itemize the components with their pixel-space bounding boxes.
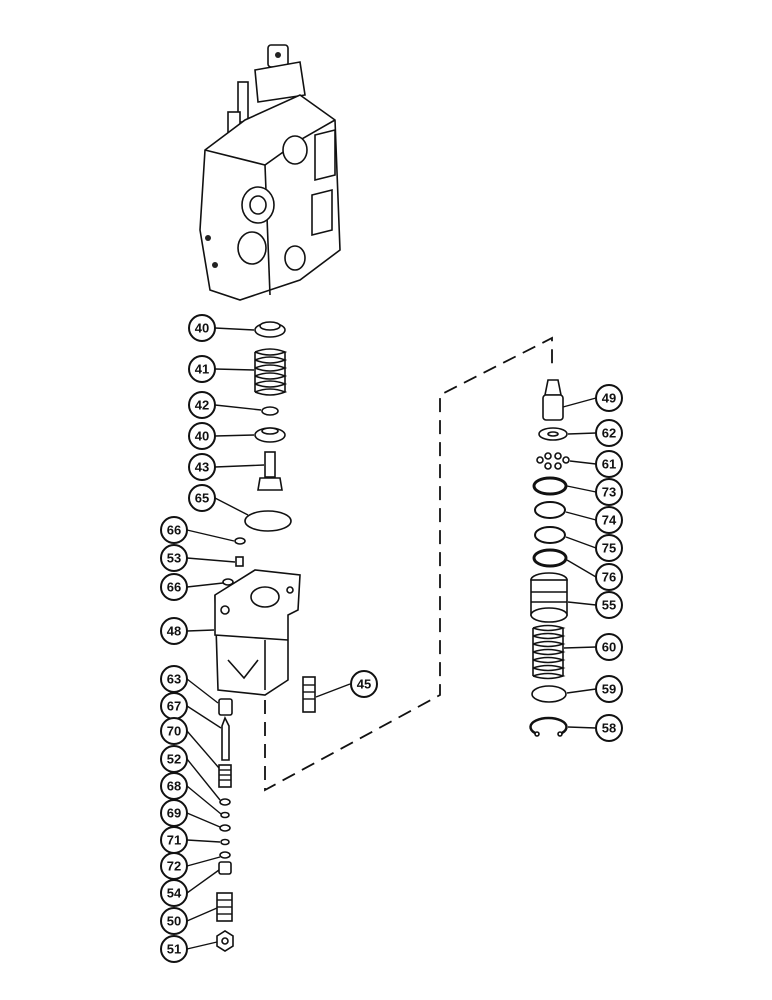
- check-valve-49: [542, 379, 564, 421]
- o-ring-65: [244, 510, 292, 532]
- svg-text:70: 70: [167, 724, 181, 739]
- svg-text:73: 73: [602, 485, 616, 500]
- spring-70: [218, 764, 232, 788]
- callout-76: 76: [595, 563, 623, 591]
- callout-54: 54: [160, 879, 188, 907]
- section-housing-48: [214, 569, 301, 696]
- svg-text:49: 49: [602, 391, 616, 406]
- callout-75: 75: [595, 534, 623, 562]
- callout-40-bottom: 40: [188, 422, 216, 450]
- snap-ring-58: [529, 716, 568, 737]
- piston-55: [530, 572, 568, 623]
- svg-text:55: 55: [602, 598, 616, 613]
- callout-61: 61: [595, 450, 623, 478]
- callout-60: 60: [595, 633, 623, 661]
- svg-text:41: 41: [195, 362, 209, 377]
- callout-58: 58: [595, 714, 623, 742]
- svg-text:61: 61: [602, 457, 616, 472]
- svg-text:42: 42: [195, 398, 209, 413]
- callout-70: 70: [160, 717, 188, 745]
- callout-72: 72: [160, 852, 188, 880]
- washer-42: [261, 406, 279, 416]
- callout-68: 68: [160, 772, 188, 800]
- screw-45: [302, 676, 316, 713]
- washer-62: [538, 427, 568, 441]
- balls-61: [536, 452, 570, 470]
- svg-text:66: 66: [167, 523, 181, 538]
- callout-73: 73: [595, 478, 623, 506]
- svg-text:76: 76: [602, 570, 616, 585]
- o-ring-66-bottom: [222, 578, 234, 586]
- poppet-63: [218, 698, 233, 716]
- svg-text:52: 52: [167, 752, 181, 767]
- svg-text:53: 53: [167, 551, 181, 566]
- valve-body-assembly: [199, 44, 341, 301]
- svg-text:67: 67: [167, 699, 181, 714]
- callout-74: 74: [595, 506, 623, 534]
- svg-text:54: 54: [167, 886, 182, 901]
- callout-67: 67: [160, 692, 188, 720]
- svg-text:50: 50: [167, 914, 181, 929]
- callout-66-top: 66: [160, 516, 188, 544]
- callout-66-bottom: 66: [160, 573, 188, 601]
- seal-73: [532, 476, 568, 496]
- svg-text:75: 75: [602, 541, 616, 556]
- svg-text:72: 72: [167, 859, 181, 874]
- callout-52: 52: [160, 745, 188, 773]
- callout-59: 59: [595, 675, 623, 703]
- svg-text:74: 74: [602, 513, 617, 528]
- spring-60: [532, 624, 566, 680]
- svg-text:43: 43: [195, 460, 209, 475]
- callout-49: 49: [595, 384, 623, 412]
- disc-59: [531, 685, 567, 703]
- spring-cap-40-bottom: [254, 427, 286, 443]
- svg-text:58: 58: [602, 721, 616, 736]
- leader-lines: [186, 327, 597, 950]
- callout-69: 69: [160, 799, 188, 827]
- svg-text:40: 40: [195, 429, 209, 444]
- callout-40-top: 40: [188, 314, 216, 342]
- callout-63: 63: [160, 665, 188, 693]
- small-parts-stack: [216, 798, 234, 952]
- svg-text:40: 40: [195, 321, 209, 336]
- callout-53: 53: [160, 544, 188, 572]
- pin-67: [221, 716, 230, 761]
- svg-text:59: 59: [602, 682, 616, 697]
- seal-76: [532, 548, 568, 568]
- svg-text:68: 68: [167, 779, 181, 794]
- callout-43: 43: [188, 453, 216, 481]
- callout-55: 55: [595, 591, 623, 619]
- callout-41: 41: [188, 355, 216, 383]
- callout-62: 62: [595, 419, 623, 447]
- svg-text:65: 65: [195, 491, 209, 506]
- o-ring-66-top: [234, 537, 246, 545]
- seal-75: [534, 526, 566, 544]
- svg-text:45: 45: [357, 677, 371, 692]
- callout-65: 65: [188, 484, 216, 512]
- assembly-path-line: [264, 336, 553, 792]
- svg-text:71: 71: [167, 833, 181, 848]
- svg-text:66: 66: [167, 580, 181, 595]
- svg-text:63: 63: [167, 672, 181, 687]
- callout-45: 45: [350, 670, 378, 698]
- svg-text:69: 69: [167, 806, 181, 821]
- callout-48: 48: [160, 617, 188, 645]
- svg-text:62: 62: [602, 426, 616, 441]
- callout-42: 42: [188, 391, 216, 419]
- svg-text:51: 51: [167, 942, 181, 957]
- callout-50: 50: [160, 907, 188, 935]
- spring-cap-40-top: [254, 321, 286, 338]
- svg-text:60: 60: [602, 640, 616, 655]
- seal-74: [534, 501, 566, 519]
- callout-51: 51: [160, 935, 188, 963]
- callout-71: 71: [160, 826, 188, 854]
- plug-53: [235, 556, 244, 567]
- svg-text:48: 48: [167, 624, 181, 639]
- bolt-43: [257, 451, 283, 491]
- spring-41: [254, 348, 288, 396]
